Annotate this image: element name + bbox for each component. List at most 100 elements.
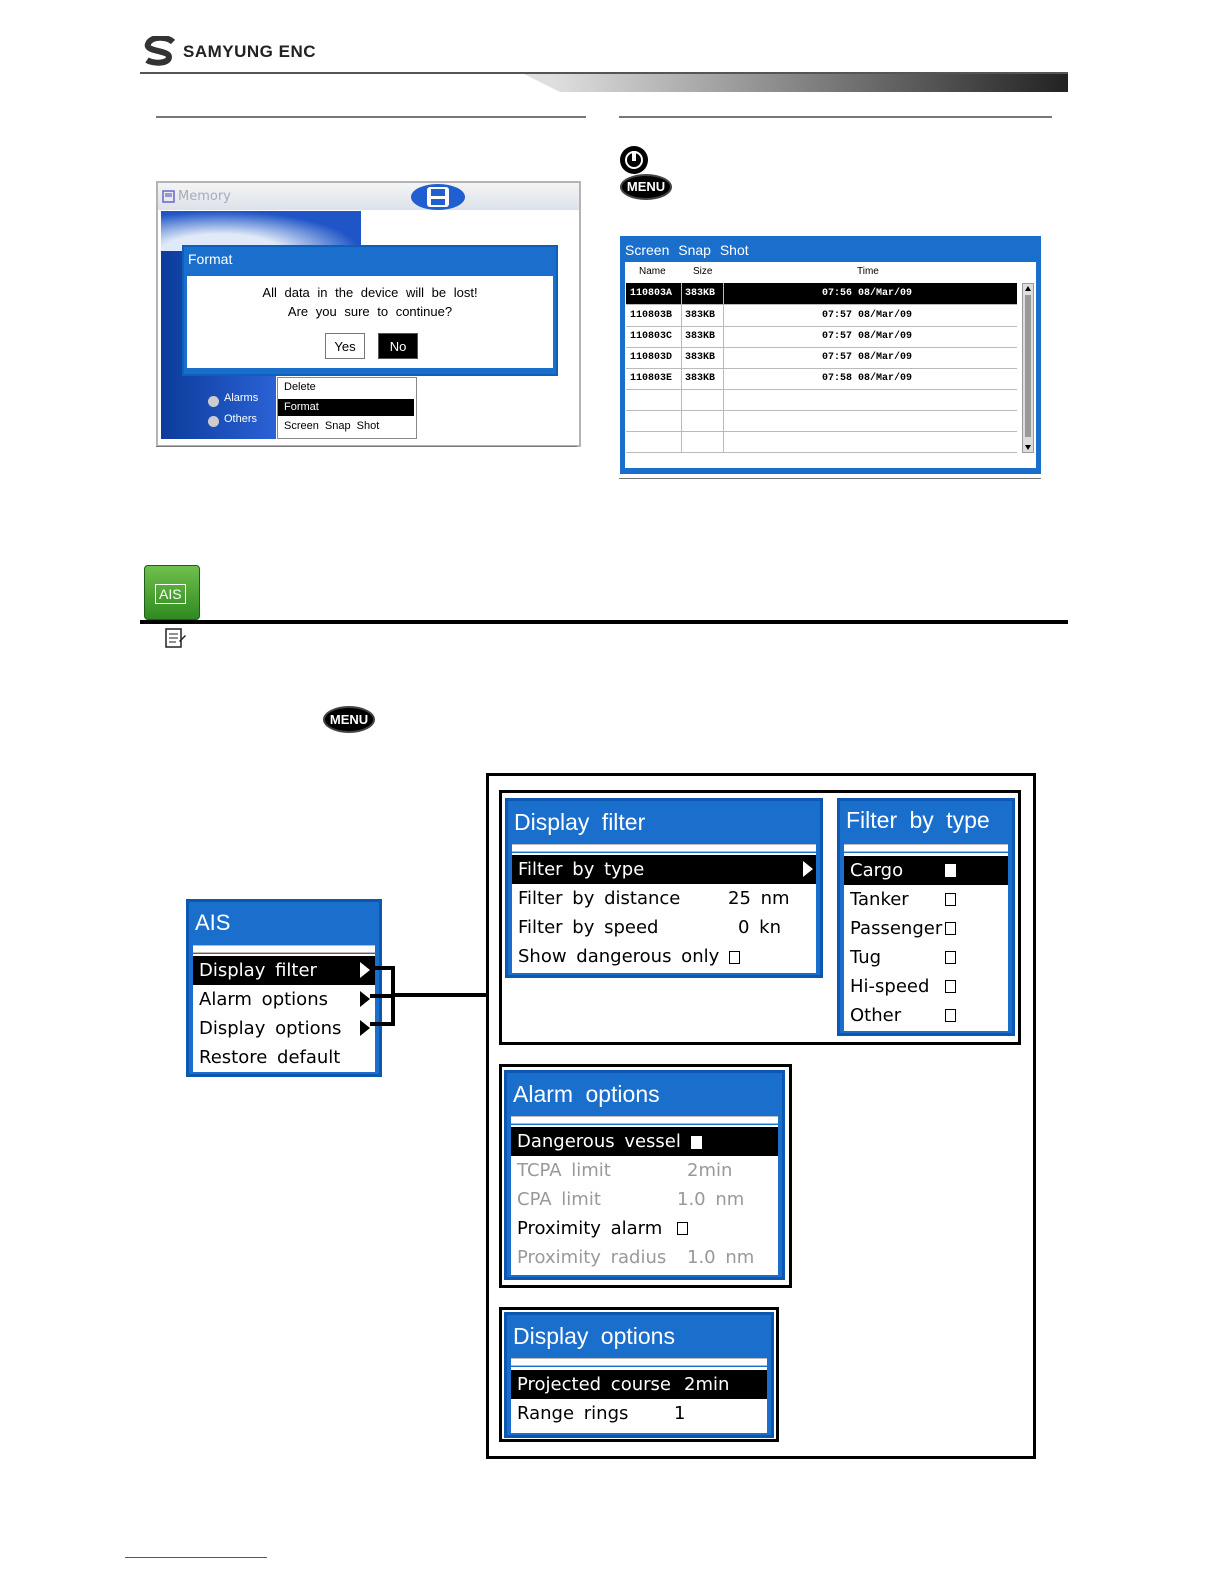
ais-menu-list: Display filter Alarm options Display opt… (193, 954, 375, 1072)
cell-size: 383KB (685, 310, 716, 321)
item-label: Range rings (517, 1403, 629, 1424)
alarm-item-proximity-alarm[interactable]: Proximity alarm (511, 1214, 778, 1243)
cell-time: 07:58 08/Mar/09 (822, 373, 913, 384)
snapshot-title: Screen Snap Shot (625, 242, 749, 258)
table-row[interactable]: 110803B 383KB 07:57 08/Mar/09 (626, 305, 1017, 327)
submenu-screen-snap-shot[interactable]: Screen Snap Shot (284, 420, 380, 432)
table-row[interactable] (626, 431, 1017, 453)
checkbox[interactable] (945, 864, 956, 877)
no-button[interactable]: No (378, 333, 418, 359)
item-label: Dangerous vessel (517, 1131, 681, 1152)
cell-size: 383KB (685, 373, 716, 384)
alarm-item-dangerous-vessel[interactable]: Dangerous vessel (511, 1127, 778, 1156)
menu-item-alarms[interactable]: Alarms (224, 392, 259, 404)
section-rule (140, 620, 1068, 624)
alarm-options-panel: Alarm options Dangerous vessel TCPA limi… (504, 1070, 785, 1280)
filter-by-type-panel: Filter by type Cargo Tanker Passenger Tu… (837, 798, 1015, 1036)
submenu-arrow-icon (803, 861, 813, 877)
alarm-options-title: Alarm options (513, 1081, 660, 1107)
menu-item-display-filter[interactable]: Display filter (193, 956, 375, 985)
type-item-cargo[interactable]: Cargo (844, 856, 1008, 885)
checkbox[interactable] (690, 1135, 702, 1149)
scroll-thumb[interactable] (1025, 295, 1031, 437)
cell-name: 110803C (630, 331, 673, 342)
table-row[interactable]: 110803D 383KB 07:57 08/Mar/09 (626, 347, 1017, 369)
submenu-arrow-icon (360, 1020, 370, 1036)
panel-separator (844, 844, 1008, 852)
memory-icon (162, 190, 175, 203)
cell-size: 383KB (685, 352, 716, 363)
checkbox[interactable] (945, 922, 956, 935)
scrollbar[interactable] (1022, 283, 1034, 453)
dialog-question-line: Are you sure to continue? (287, 304, 453, 319)
ais-icon-label: AIS (155, 584, 186, 604)
panel-separator (511, 1358, 767, 1366)
display-filter-title: Display filter (514, 809, 646, 835)
cell-time: 07:57 08/Mar/09 (822, 310, 913, 321)
filter-by-type-title: Filter by type (846, 807, 990, 833)
cell-size: 383KB (685, 288, 716, 299)
menu-item-restore-default[interactable]: Restore default (199, 1047, 341, 1068)
memory-submenu: Delete Format Screen Snap Shot (277, 377, 417, 439)
table-row[interactable] (626, 389, 1017, 411)
type-item-tug[interactable]: Tug (844, 943, 1008, 972)
table-row[interactable]: 110803A 383KB 07:56 08/Mar/09 (626, 283, 1017, 305)
footer-line (125, 1557, 267, 1558)
col-header-time: Time (857, 266, 879, 277)
yes-button[interactable]: Yes (325, 333, 365, 359)
cell-time: 07:57 08/Mar/09 (822, 352, 913, 363)
format-dialog-title: Format (188, 251, 233, 267)
panel-separator (511, 1116, 778, 1124)
note-icon (165, 628, 186, 648)
type-item-tanker[interactable]: Tanker (844, 885, 1008, 914)
table-row[interactable]: 110803E 383KB 07:58 08/Mar/09 (626, 368, 1017, 390)
type-item-hi-speed[interactable]: Hi-speed (844, 972, 1008, 1001)
menu-item-display-options[interactable]: Display options (193, 1014, 375, 1043)
menu-item-show-dangerous-only[interactable]: Show dangerous only (512, 942, 816, 971)
figure-underline (156, 446, 577, 447)
item-label: CPA limit (517, 1189, 601, 1210)
scroll-up-icon[interactable] (1025, 286, 1031, 291)
menu-item-alarm-options[interactable]: Alarm options (193, 985, 375, 1014)
type-item-other[interactable]: Other (844, 1001, 1008, 1030)
table-row[interactable] (626, 410, 1017, 432)
menu-item-filter-by-type[interactable]: Filter by type (512, 855, 816, 884)
checkbox[interactable] (945, 980, 956, 993)
item-label: Passenger (850, 918, 943, 939)
menu-item-others[interactable]: Others (224, 413, 258, 425)
display-filter-panel: Display filter Filter by type Filter by … (505, 798, 823, 978)
type-item-passenger[interactable]: Passenger (844, 914, 1008, 943)
checkbox[interactable] (677, 1222, 688, 1235)
item-label: Proximity alarm (517, 1218, 663, 1239)
item-value: 0 kn (738, 917, 782, 938)
ais-icon: AIS (144, 565, 200, 620)
checkbox[interactable] (945, 893, 956, 906)
checkbox[interactable] (945, 1009, 956, 1022)
display-options-title: Display options (513, 1323, 675, 1349)
submenu-delete[interactable]: Delete (284, 381, 316, 393)
checkbox[interactable] (729, 950, 740, 964)
memory-title: Memory (178, 189, 231, 204)
samyung-logo-icon (144, 36, 176, 66)
item-value: 1.0 nm (677, 1189, 745, 1210)
submenu-format[interactable]: Format (278, 399, 414, 416)
table-row[interactable]: 110803C 383KB 07:57 08/Mar/09 (626, 326, 1017, 348)
alarm-item-cpa-limit[interactable]: CPA limit 1.0 nm (511, 1185, 778, 1214)
others-icon (208, 416, 219, 427)
column-divider (723, 283, 724, 452)
item-label: Show dangerous only (518, 946, 720, 967)
brand-name: SAMYUNG ENC (183, 42, 317, 61)
scroll-down-icon[interactable] (1025, 445, 1031, 450)
header-bar (140, 72, 1068, 92)
checkbox[interactable] (945, 951, 956, 964)
item-value: 25 nm (728, 888, 790, 909)
display-options-frame (499, 1307, 779, 1442)
